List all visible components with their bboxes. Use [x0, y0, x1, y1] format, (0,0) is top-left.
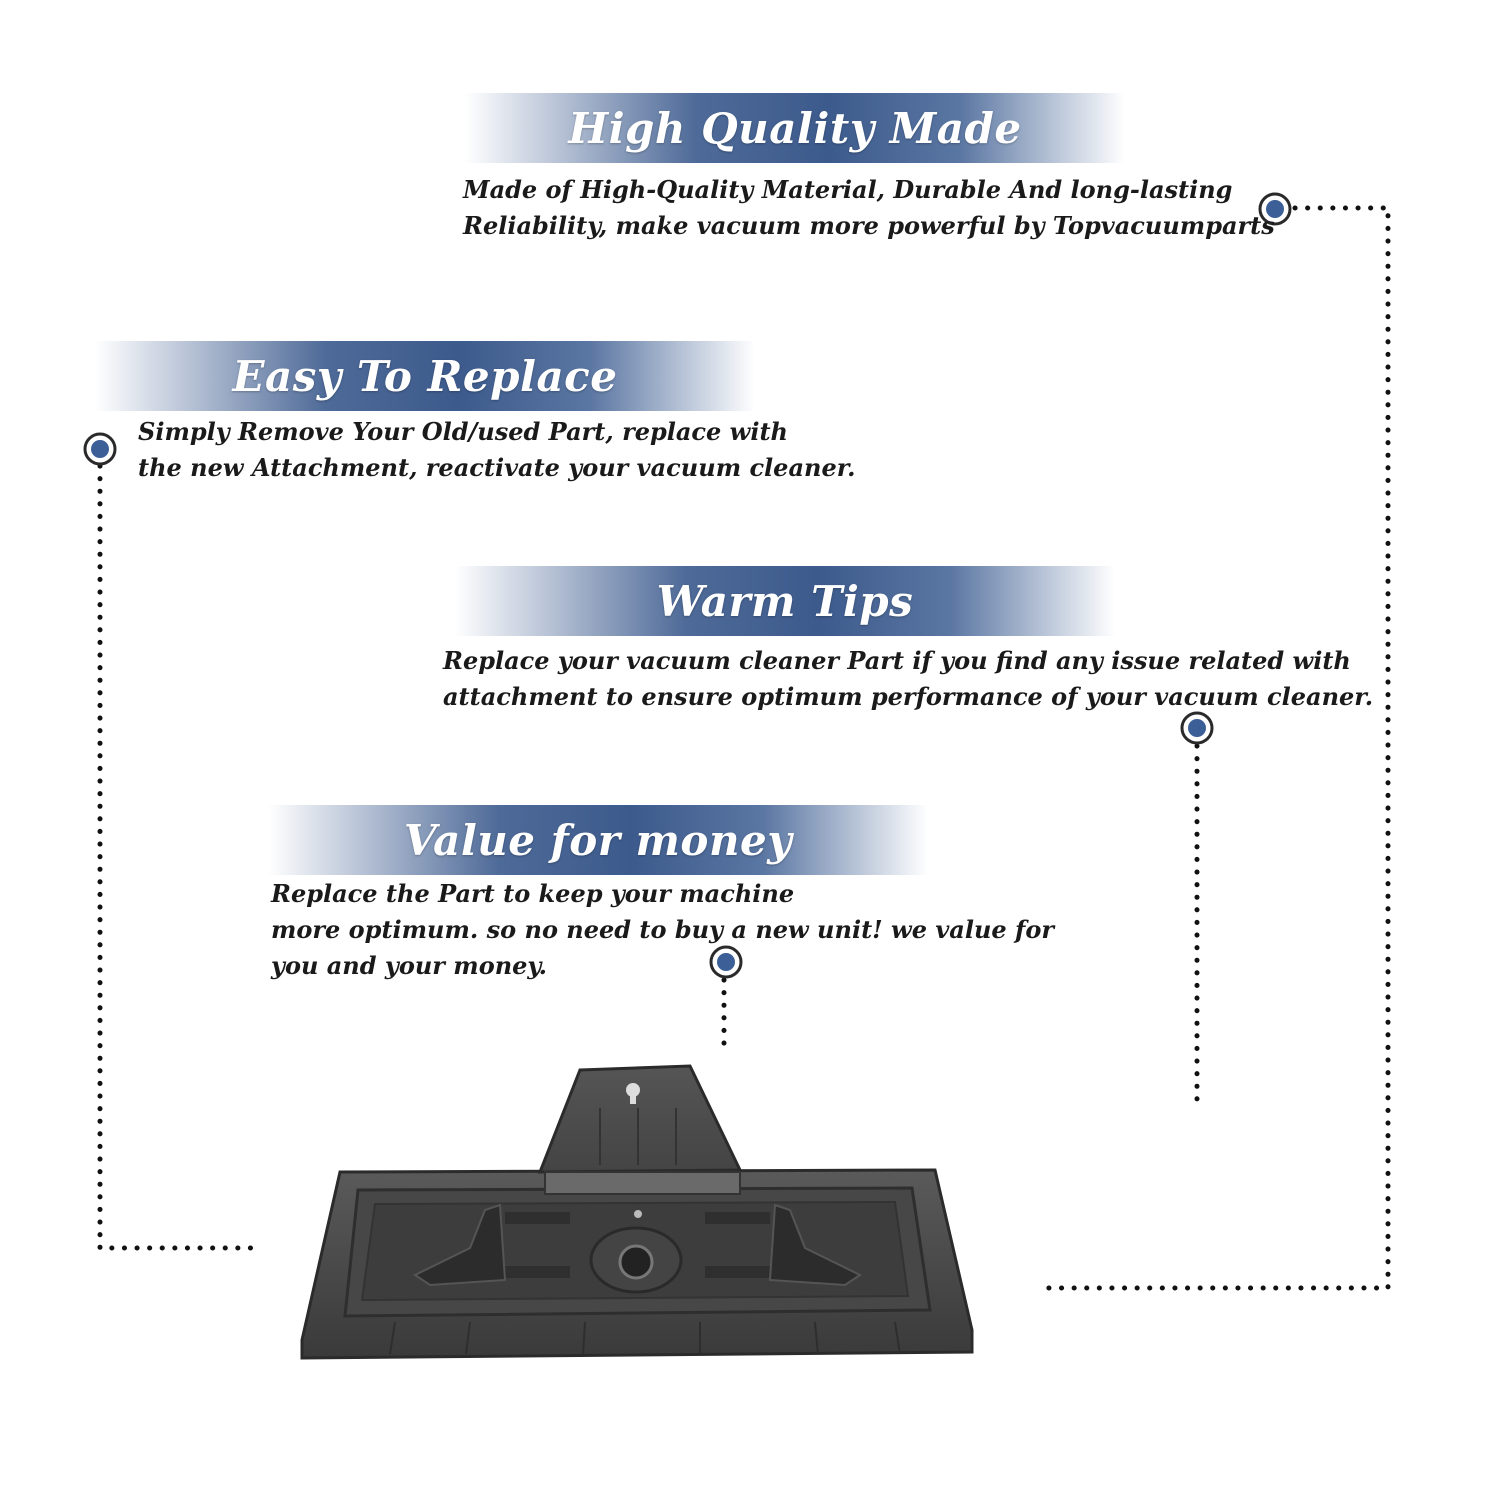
description-line: Simply Remove Your Old/used Part, replac…: [138, 417, 788, 446]
section-title: Value for money: [403, 815, 793, 865]
description-line: Replace the Part to keep your machine: [271, 879, 795, 908]
section-description: Replace the Part to keep your machine mo…: [271, 876, 1054, 984]
section-title: Warm Tips: [656, 576, 914, 626]
description-line: Reliability, make vacuum more powerful b…: [463, 211, 1275, 240]
banner-value-money: Value for money: [268, 805, 928, 875]
section-title: High Quality Made: [568, 103, 1022, 153]
description-line: Replace your vacuum cleaner Part if you …: [443, 646, 1351, 675]
section-description: Made of High-Quality Material, Durable A…: [463, 172, 1275, 244]
banner-warm-tips: Warm Tips: [455, 566, 1115, 636]
section-description: Replace your vacuum cleaner Part if you …: [443, 643, 1373, 715]
description-line: the new Attachment, reactivate your vacu…: [138, 453, 856, 482]
marker-value-icon: [709, 945, 743, 979]
section-description: Simply Remove Your Old/used Part, replac…: [138, 414, 856, 486]
section-title: Easy To Replace: [232, 351, 618, 401]
connector-line-replace: [97, 463, 265, 1251]
connector-line-quality: [1037, 205, 1391, 1291]
description-line: attachment to ensure optimum performance…: [443, 682, 1374, 711]
description-line: you and your money.: [271, 951, 547, 980]
description-line: Made of High-Quality Material, Durable A…: [463, 175, 1233, 204]
banner-easy-replace: Easy To Replace: [95, 341, 755, 411]
marker-tips-icon: [1180, 711, 1214, 745]
marker-quality-icon: [1258, 192, 1292, 226]
banner-high-quality: High Quality Made: [465, 93, 1125, 163]
description-line: more optimum. so no need to buy a new un…: [271, 915, 1054, 944]
marker-replace-icon: [83, 432, 117, 466]
